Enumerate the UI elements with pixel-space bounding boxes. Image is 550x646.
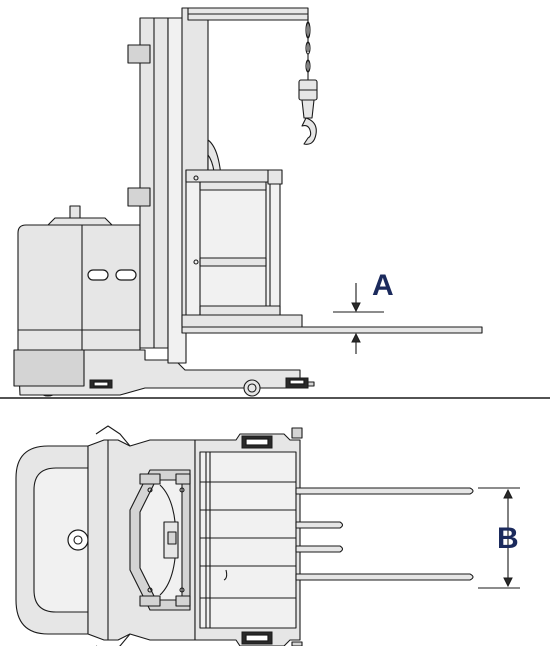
fork-upper [295, 487, 474, 495]
fork-side [181, 326, 483, 334]
hook [301, 117, 317, 145]
dimension-b-label: B [497, 522, 519, 555]
top-view: B [15, 425, 520, 646]
side-view: A [0, 7, 550, 399]
handle-slot-right [115, 269, 137, 281]
platform-frame [185, 169, 281, 326]
base-chassis [17, 349, 301, 396]
top-rear-hub [67, 529, 89, 551]
battery-housing [17, 224, 141, 351]
handle-slot-left [87, 269, 109, 281]
dimension-b-indicator: B [478, 487, 520, 589]
fork-lower [295, 573, 474, 581]
support-arm-upper [295, 521, 344, 529]
support-arm-lower [295, 545, 344, 553]
front-wheel [243, 379, 261, 397]
dimension-a-indicator: A [333, 269, 394, 354]
dimension-a-label: A [372, 269, 394, 302]
